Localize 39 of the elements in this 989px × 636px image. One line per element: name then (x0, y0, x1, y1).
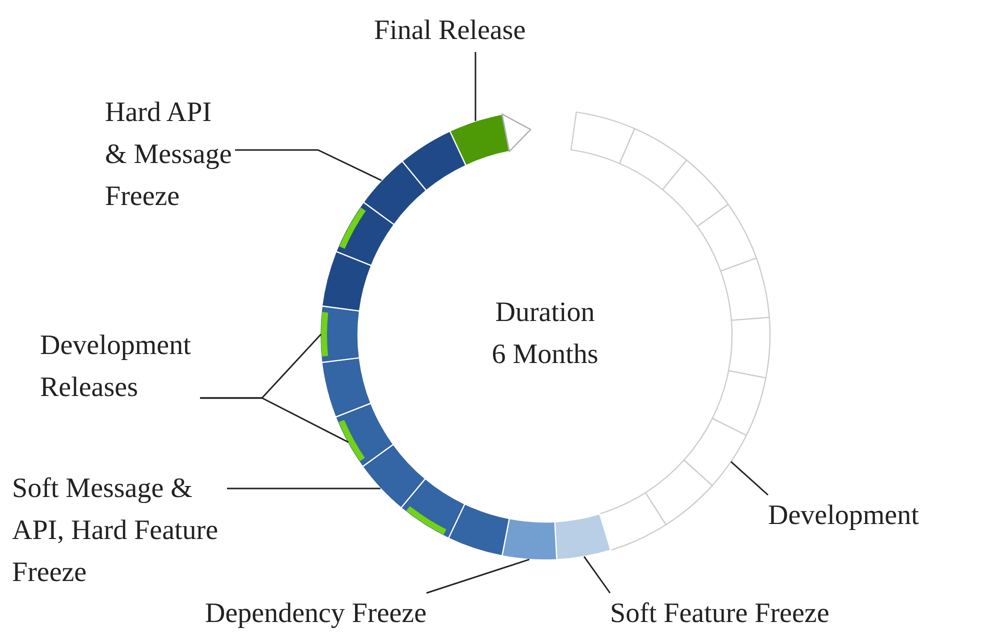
callout-label: Development Releases (40, 325, 200, 409)
leader-line (235, 149, 382, 182)
callout-label: Final Release (374, 10, 526, 52)
ring-segment (321, 250, 372, 312)
ring-segment (402, 130, 467, 192)
ring-segment (554, 513, 612, 560)
release-marker (338, 420, 365, 462)
ring-segment (720, 257, 770, 321)
leader-line (426, 558, 530, 594)
release-marker (339, 207, 366, 249)
release-marker (321, 312, 328, 356)
release-marker (406, 506, 446, 535)
leader-line (583, 556, 611, 594)
ring-segment (319, 305, 360, 364)
ring-segment (501, 518, 558, 561)
callout-label: Soft Feature Freeze (610, 593, 830, 635)
callout-label: Hard API & Message Freeze (105, 92, 235, 218)
ring-segment (570, 112, 636, 164)
callout-label: Development (768, 495, 919, 537)
callout-label: Dependency Freeze (205, 593, 427, 635)
ring-segment (448, 503, 510, 556)
leader-line (474, 52, 476, 121)
ring-segment (449, 114, 510, 166)
leader-line (200, 397, 349, 443)
ring-segment (696, 204, 758, 272)
ring-segment (618, 128, 688, 190)
ring-segment (683, 418, 747, 486)
callout-label: Soft Message & API, Hard Feature Freeze (12, 468, 227, 594)
center-label: Duration 6 Months (490, 296, 600, 372)
leader-line (730, 461, 768, 496)
ring-segment (599, 492, 666, 551)
ring-segment (321, 357, 372, 418)
ring-segment (362, 160, 427, 226)
ring-segment (728, 316, 771, 379)
leader-line (227, 488, 380, 490)
ring-segment (662, 160, 729, 227)
ring-segment (362, 444, 426, 508)
ring-segment (644, 460, 713, 526)
ring-segment (712, 370, 766, 436)
